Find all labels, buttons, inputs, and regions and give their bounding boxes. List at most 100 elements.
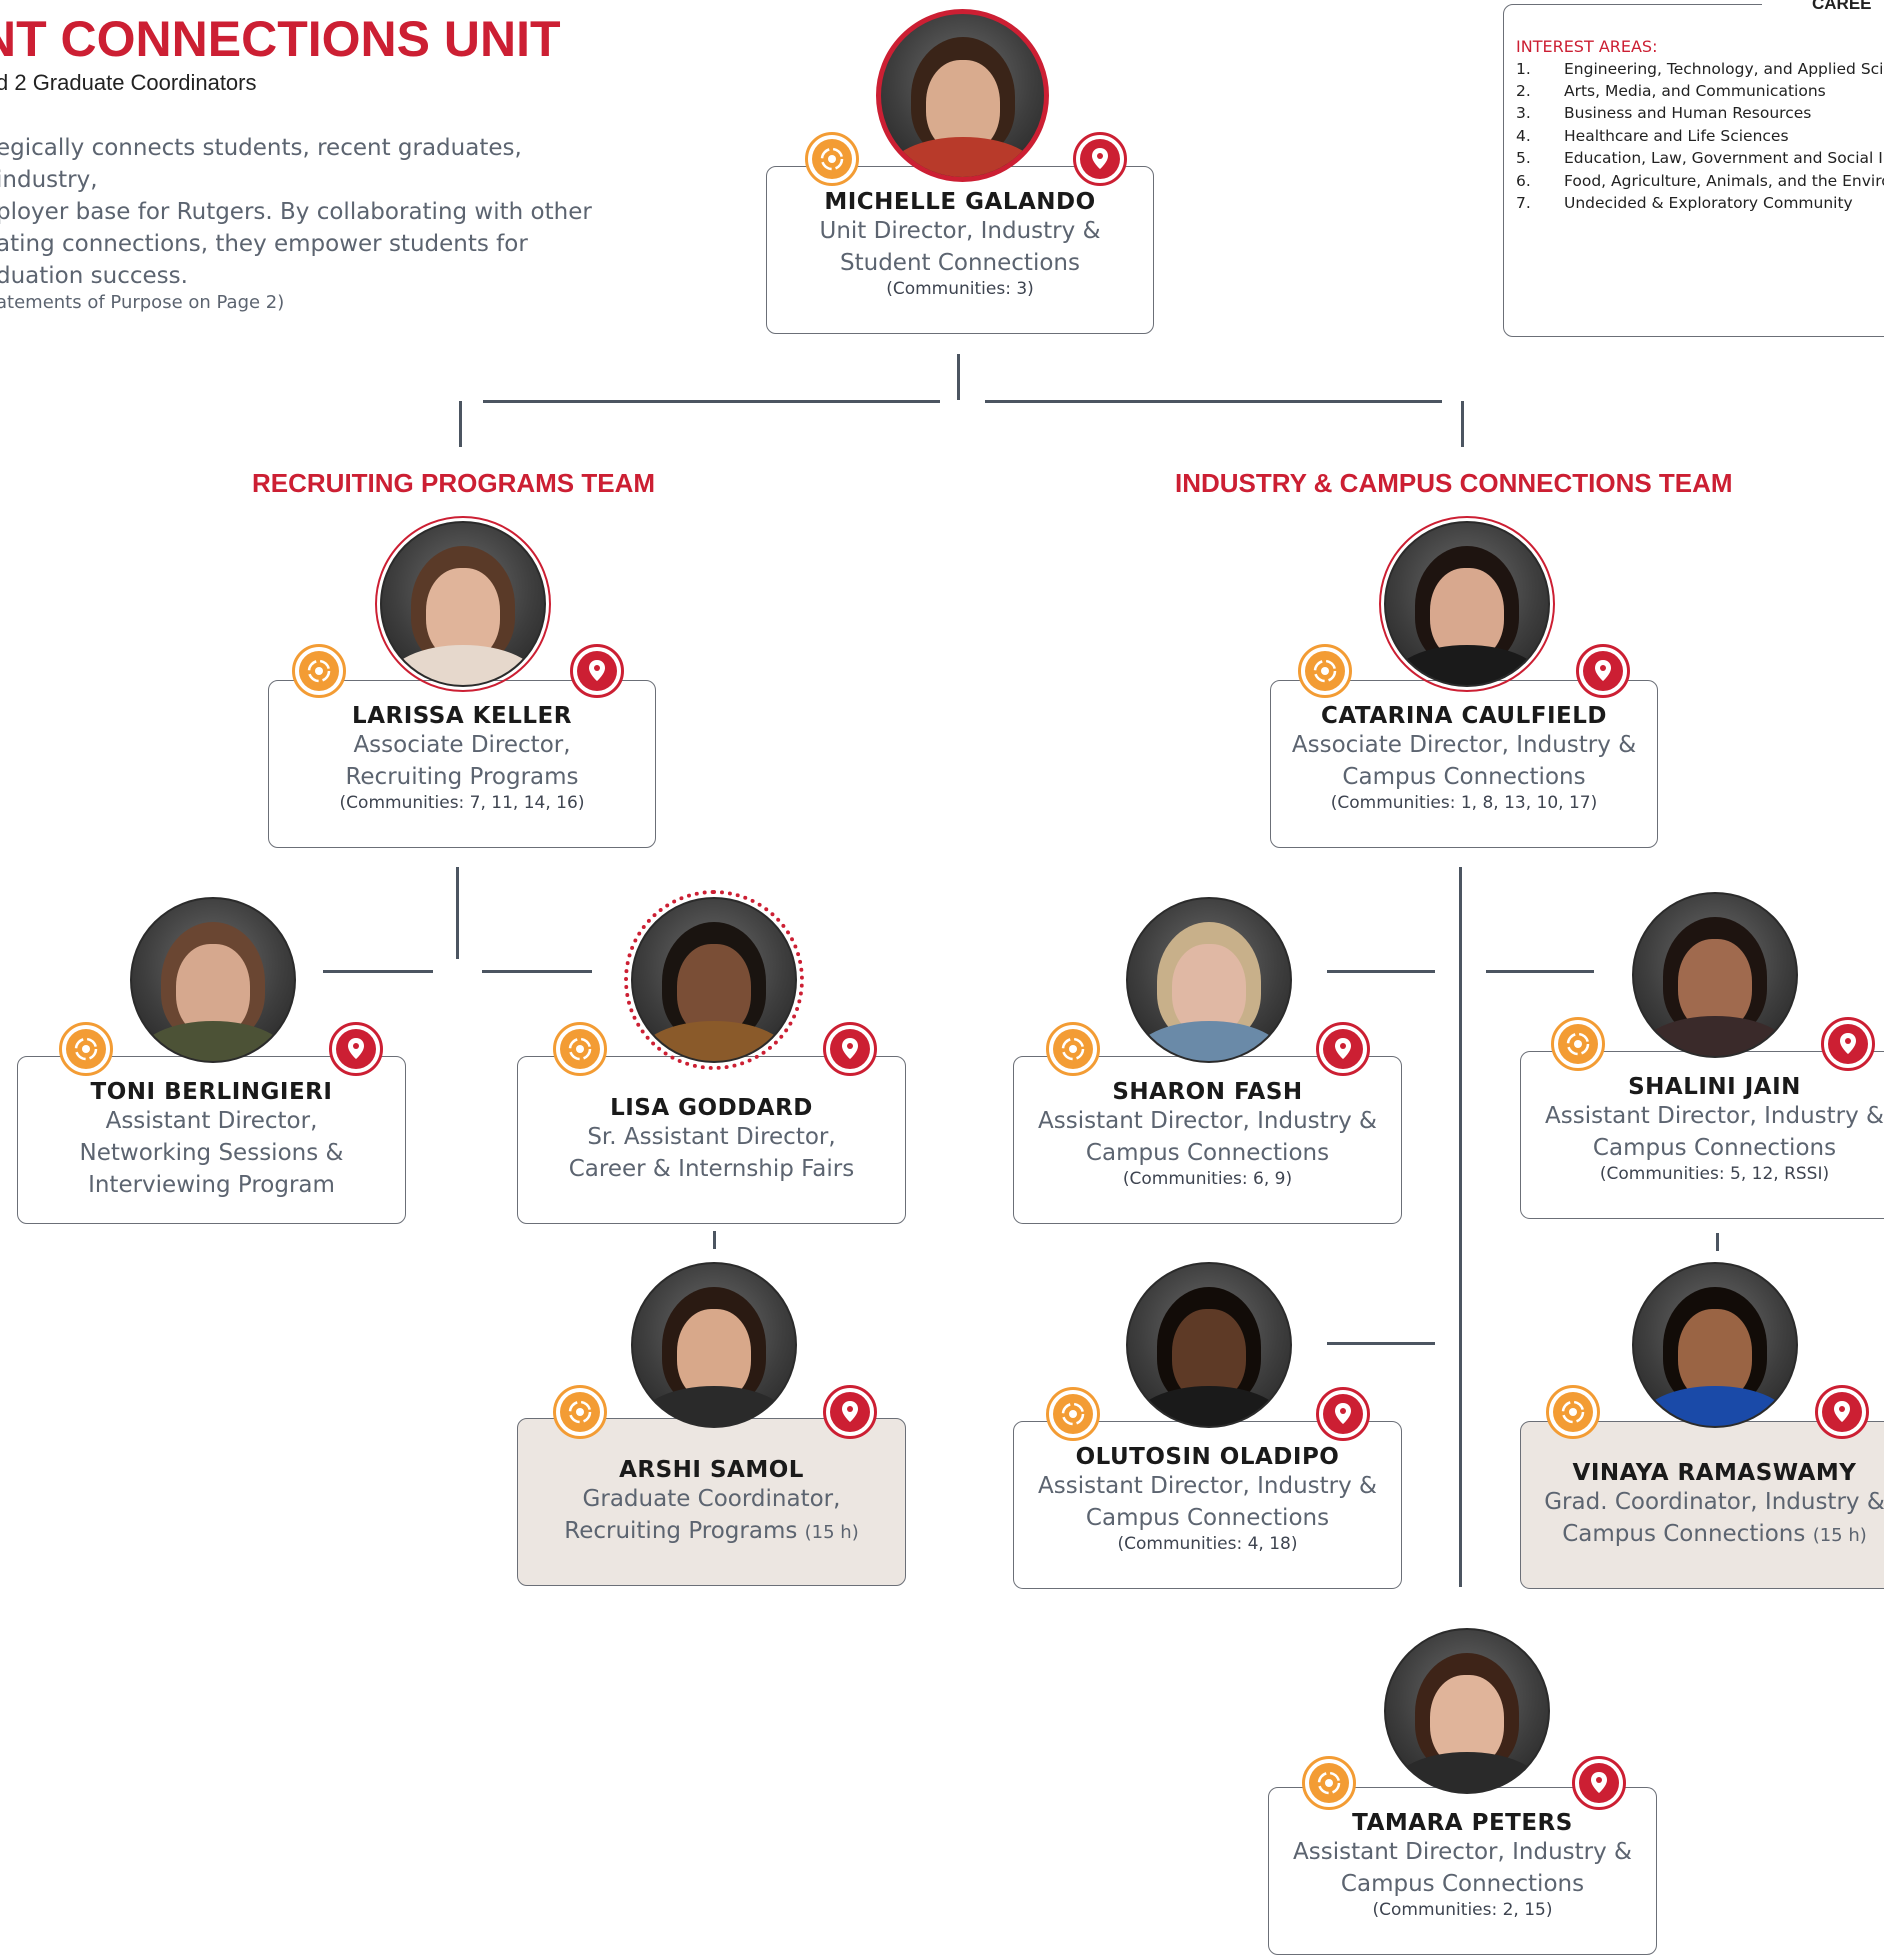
career-community-icon[interactable] [1046, 1387, 1100, 1441]
person-role: Campus Connections [1085, 1140, 1330, 1166]
description-line: ployer base for Rutgers. By collaboratin… [0, 199, 592, 225]
person-communities: (Communities: 6, 9) [1122, 1169, 1293, 1189]
career-community-icon[interactable] [1046, 1022, 1100, 1076]
connector-line [1486, 970, 1594, 973]
avatar [1632, 892, 1798, 1058]
person-name: SHARON FASH [1112, 1079, 1303, 1105]
career-community-icon[interactable] [805, 132, 859, 186]
location-pin-icon[interactable] [823, 1022, 877, 1076]
person-role: Campus Connections [1340, 1871, 1585, 1897]
person-card-oladipo: OLUTOSIN OLADIPO Assistant Director, Ind… [1013, 1421, 1402, 1589]
person-role: Assistant Director, [105, 1108, 318, 1134]
page-subtitle: d 2 Graduate Coordinators [0, 70, 257, 95]
connector-line [1327, 970, 1435, 973]
avatar [1632, 1262, 1798, 1428]
person-role: Campus Connections [1342, 764, 1586, 790]
person-name: CATARINA CAULFIELD [1321, 703, 1607, 729]
person-role: Associate Director, Industry & [1291, 732, 1637, 758]
career-community-icon[interactable] [1298, 644, 1352, 698]
legend-item: 7.Undecided & Exploratory Community [1516, 194, 1853, 212]
statements-note: atements of Purpose on Page 2) [0, 292, 285, 313]
unit-description: egically connects students, recent gradu… [0, 132, 596, 292]
connector-line [1459, 867, 1462, 1587]
person-role: Campus Connections [1592, 1135, 1837, 1161]
career-community-icon[interactable] [59, 1022, 113, 1076]
connector-line [1327, 1342, 1435, 1345]
location-pin-icon[interactable] [823, 1385, 877, 1439]
connector-line [713, 1231, 716, 1249]
connector-line [482, 970, 592, 973]
person-communities: (Communities: 1, 8, 13, 10, 17) [1330, 793, 1598, 813]
person-role: Campus Connections [1085, 1505, 1330, 1531]
legend-item: 2.Arts, Media, and Communications [1516, 82, 1826, 100]
career-community-icon[interactable] [1546, 1385, 1600, 1439]
person-card-goddard: LISA GODDARD Sr. Assistant Director, Car… [517, 1056, 906, 1224]
location-pin-icon[interactable] [1316, 1022, 1370, 1076]
person-card-keller: LARISSA KELLER Associate Director, Recru… [268, 680, 656, 848]
legend-item: 1.Engineering, Technology, and Applied S… [1516, 60, 1884, 78]
connector-line [456, 867, 459, 959]
person-role: Assistant Director, Industry & [1293, 1839, 1632, 1865]
connector-line [1716, 1233, 1719, 1251]
person-role: Recruiting Programs (15 h) [564, 1518, 859, 1544]
person-communities: (Communities: 5, 12, RSSI) [1599, 1164, 1830, 1184]
person-name: TONI BERLINGIERI [90, 1079, 333, 1105]
career-community-icon[interactable] [553, 1385, 607, 1439]
location-pin-icon[interactable] [1576, 644, 1630, 698]
person-role: Interviewing Program [88, 1172, 335, 1198]
legend-title: CAREE [1812, 0, 1872, 13]
team-heading-recruiting: RECRUITING PROGRAMS TEAM [252, 468, 655, 498]
location-pin-icon[interactable] [1815, 1385, 1869, 1439]
person-card-caulfield: CATARINA CAULFIELD Associate Director, I… [1270, 680, 1658, 848]
person-role: Student Connections [840, 250, 1080, 276]
person-card-peters: TAMARA PETERS Assistant Director, Indust… [1268, 1787, 1657, 1955]
location-pin-icon[interactable] [1316, 1387, 1370, 1441]
career-community-icon[interactable] [553, 1022, 607, 1076]
legend-item: 4.Healthcare and Life Sciences [1516, 127, 1789, 145]
person-name: LISA GODDARD [610, 1095, 813, 1121]
interest-areas-legend [1503, 4, 1884, 337]
person-card-ramaswamy: VINAYA RAMASWAMY Grad. Coordinator, Indu… [1520, 1421, 1884, 1589]
person-card-berlingieri: TONI BERLINGIERI Assistant Director, Net… [17, 1056, 406, 1224]
career-community-icon[interactable] [1302, 1756, 1356, 1810]
person-name: MICHELLE GALANDO [824, 189, 1096, 215]
person-name: VINAYA RAMASWAMY [1572, 1460, 1857, 1486]
person-name: SHALINI JAIN [1628, 1074, 1801, 1100]
avatar [1126, 1262, 1292, 1428]
person-card-galando: MICHELLE GALANDO Unit Director, Industry… [766, 166, 1154, 334]
person-name: TAMARA PETERS [1352, 1810, 1573, 1836]
connector-line [1461, 401, 1464, 447]
person-role: Sr. Assistant Director, [587, 1124, 836, 1150]
legend-item: 5.Education, Law, Government and Social … [1516, 149, 1884, 167]
person-communities: (Communities: 7, 11, 14, 16) [339, 793, 585, 813]
person-name: OLUTOSIN OLADIPO [1075, 1444, 1340, 1470]
team-heading-industry: INDUSTRY & CAMPUS CONNECTIONS TEAM [1175, 468, 1733, 498]
avatar [130, 897, 296, 1063]
person-role: Career & Internship Fairs [568, 1156, 855, 1182]
location-pin-icon[interactable] [329, 1022, 383, 1076]
person-hours: (15 h) [804, 1522, 859, 1543]
person-hours: (15 h) [1812, 1525, 1867, 1546]
avatar [631, 897, 797, 1063]
person-role: Campus Connections (15 h) [1562, 1521, 1867, 1547]
person-role: Grad. Coordinator, Industry & [1544, 1489, 1884, 1515]
page-title: NT CONNECTIONS UNIT [0, 11, 561, 67]
person-card-jain: SHALINI JAIN Assistant Director, Industr… [1520, 1051, 1884, 1219]
location-pin-icon[interactable] [570, 644, 624, 698]
description-line: egically connects students, recent gradu… [0, 135, 522, 193]
person-role: Assistant Director, Industry & [1038, 1473, 1377, 1499]
person-card-fash: SHARON FASH Assistant Director, Industry… [1013, 1056, 1402, 1224]
avatar [876, 9, 1049, 182]
avatar [1384, 521, 1550, 687]
career-community-icon[interactable] [292, 644, 346, 698]
person-communities: (Communities: 4, 18) [1117, 1534, 1298, 1554]
person-role: Networking Sessions & [79, 1140, 344, 1166]
avatar [1384, 1628, 1550, 1794]
person-role: Unit Director, Industry & [819, 218, 1101, 244]
location-pin-icon[interactable] [1572, 1756, 1626, 1810]
location-pin-icon[interactable] [1821, 1017, 1875, 1071]
location-pin-icon[interactable] [1073, 132, 1127, 186]
person-name: ARSHI SAMOL [619, 1457, 804, 1483]
person-communities: (Communities: 2, 15) [1372, 1900, 1553, 1920]
career-community-icon[interactable] [1551, 1017, 1605, 1071]
